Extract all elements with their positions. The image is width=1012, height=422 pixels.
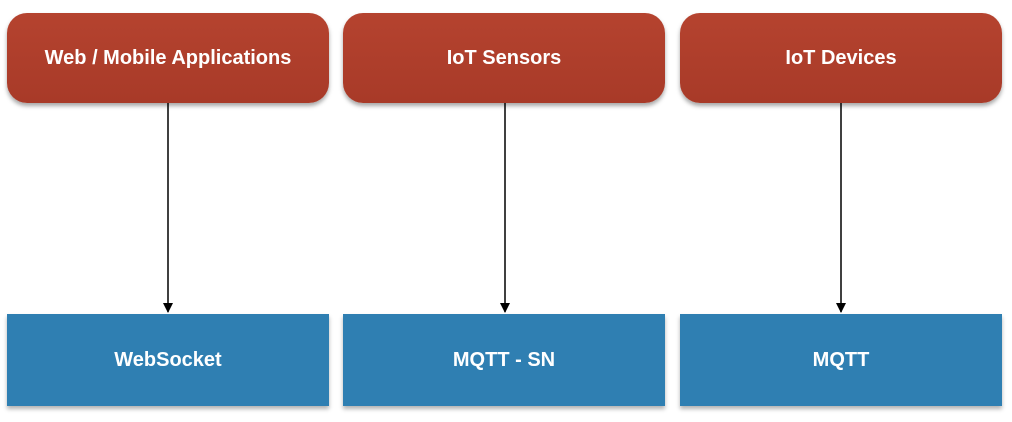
protocol-mqtt-sn: MQTT - SN (343, 314, 665, 406)
client-label: IoT Sensors (446, 46, 562, 69)
client-iot-devices: IoT Devices (680, 13, 1002, 103)
protocol-label: WebSocket (114, 348, 222, 371)
client-web-mobile-applications: Web / Mobile Applications (7, 13, 329, 103)
protocol-websocket: WebSocket (7, 314, 329, 406)
protocol-label: MQTT - SN (452, 348, 556, 371)
client-label: Web / Mobile Applications (44, 46, 292, 69)
protocol-mqtt: MQTT (680, 314, 1002, 406)
client-label: IoT Devices (785, 46, 897, 69)
protocol-label: MQTT (812, 348, 870, 371)
client-iot-sensors: IoT Sensors (343, 13, 665, 103)
